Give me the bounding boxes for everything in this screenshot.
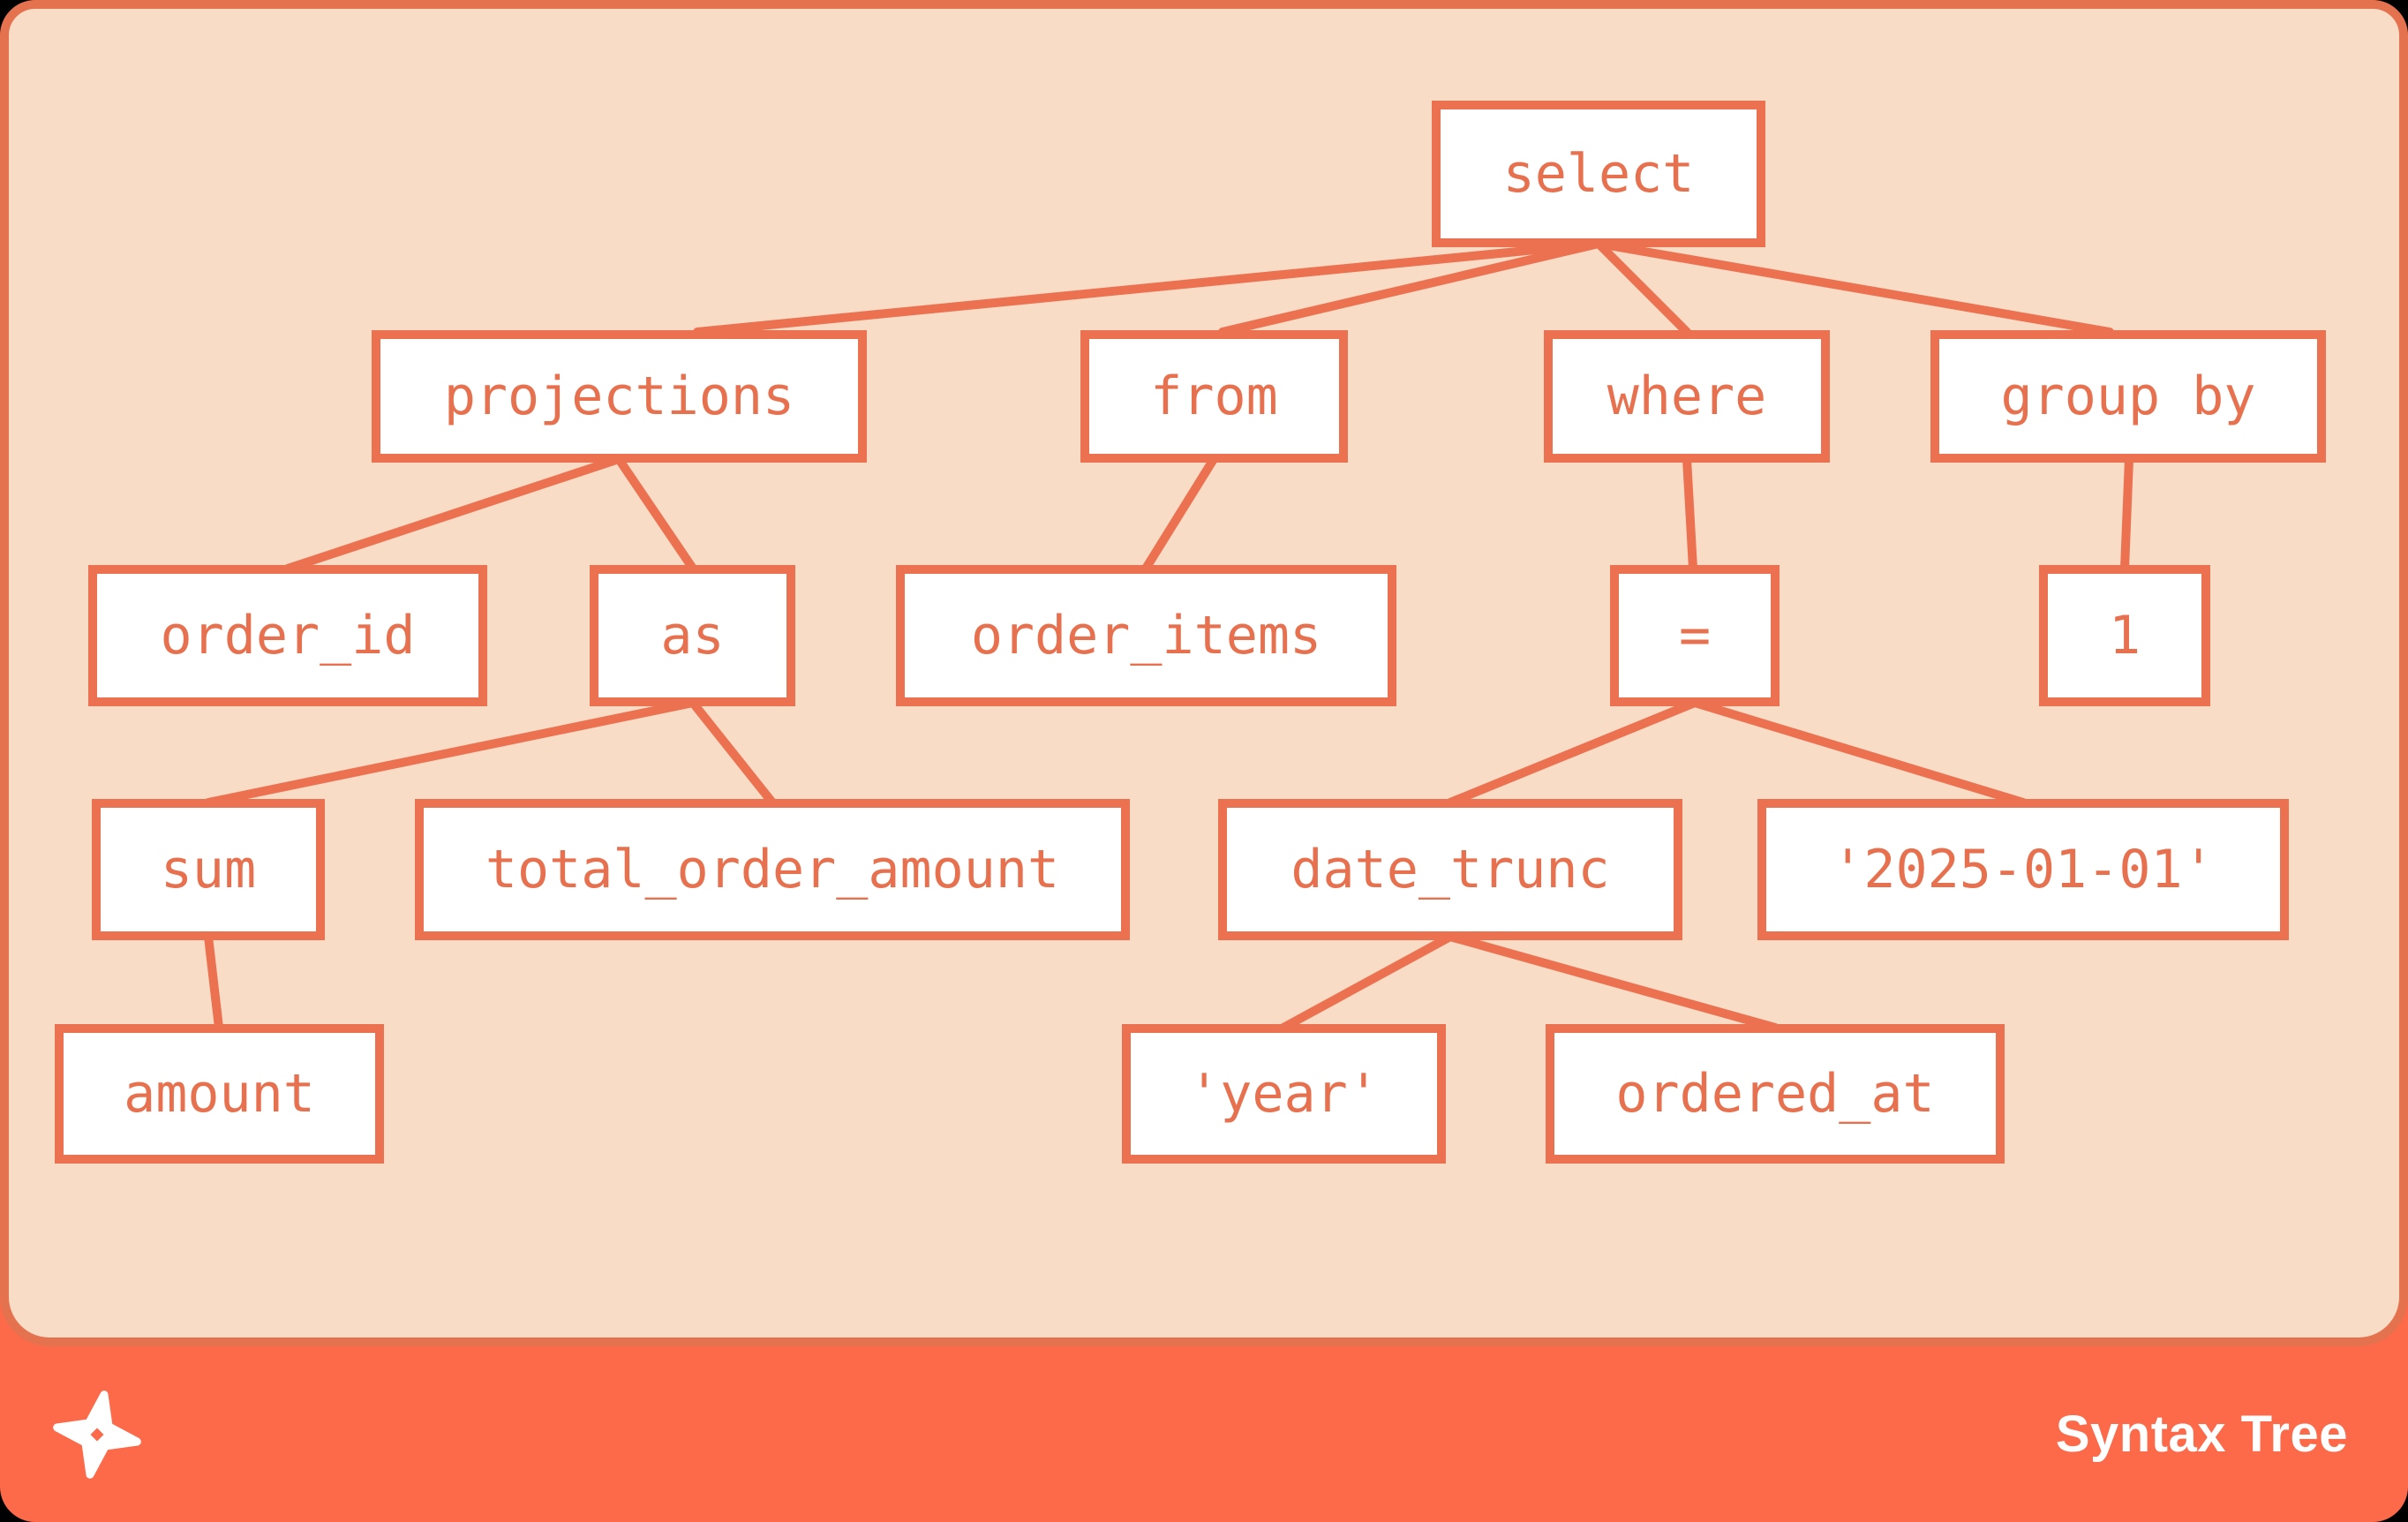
tree-node-where: where [1544, 330, 1830, 463]
tree-node-date-trunc: date_trunc [1218, 799, 1682, 940]
tree-node-year-literal: 'year' [1122, 1024, 1446, 1164]
tree-node-order-items: order_items [896, 565, 1396, 706]
pinwheel-logo-icon [53, 1390, 141, 1479]
tree-node-date-literal: '2025-01-01' [1757, 799, 2289, 940]
tree-node-equals: = [1610, 565, 1780, 706]
tree-node-ordered-at: ordered_at [1546, 1024, 2005, 1164]
footer-title: Syntax Tree [2055, 1405, 2348, 1463]
tree-node-order-id: order_id [88, 565, 487, 706]
tree-node-projections: projections [372, 330, 867, 463]
footer-bar: Syntax Tree [0, 1346, 2408, 1522]
tree-node-one: 1 [2039, 565, 2210, 706]
tree-node-sum: sum [92, 799, 325, 940]
tree-node-amount: amount [55, 1024, 384, 1164]
tree-node-as: as [590, 565, 795, 706]
tree-node-total-order-amount: total_order_amount [415, 799, 1130, 940]
tree-node-select: select [1432, 101, 1765, 247]
tree-node-group-by: group by [1930, 330, 2326, 463]
tree-node-from: from [1080, 330, 1348, 463]
